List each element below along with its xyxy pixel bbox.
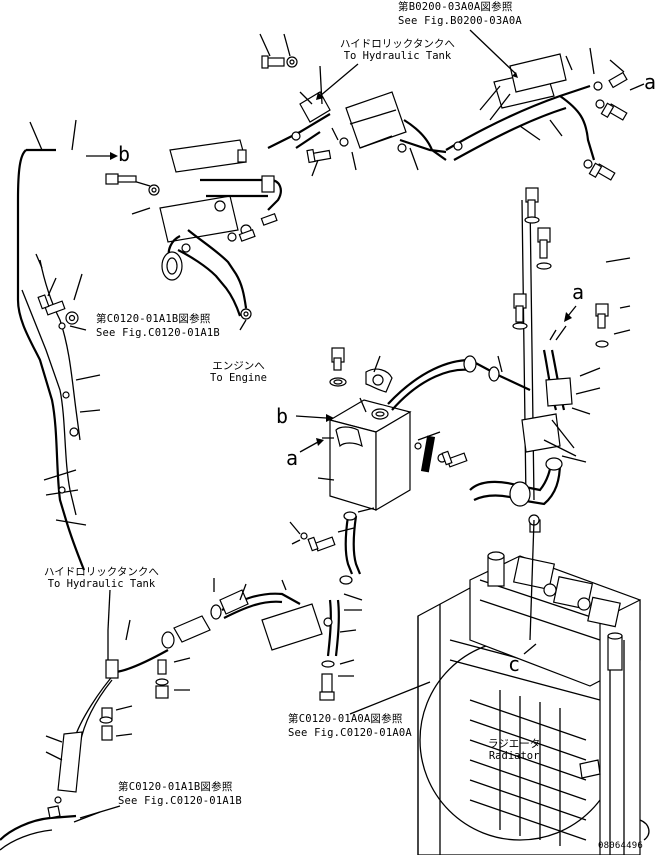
left-hose-assembly [16,148,101,571]
lower-tank-pipes [289,507,375,585]
marker-b-tank: b [276,404,289,428]
marker-a-tank: a [286,446,299,470]
destination-hydraulic-tank-left-en: To Hydraulic Tank [47,578,156,590]
radiator-assembly [417,519,650,855]
reservoir-tank [317,347,468,512]
destination-hydraulic-tank-top-jp: ハイドロリックタンクへ [340,38,455,50]
reference-c0120-1-jp: 第C0120-01A1B図参照 [96,313,211,325]
bottom-left-cable [0,805,101,851]
reference-b0200-en: See Fig.B0200-03A0A [398,15,522,27]
radiator-label-jp: ラジエータ [488,738,541,750]
upper-pipe-assembly [105,139,282,320]
destination-hydraulic-tank-left: ハイドロリックタンクへ To Hydraulic Tank [44,566,159,590]
destination-engine-en: To Engine [210,372,267,384]
reference-c0120-2-en: See Fig.C0120-01A1B [118,795,242,807]
destination-engine-jp: エンジンへ [212,360,265,372]
radiator-hose [469,457,563,507]
top-hose-to-hydraulic-tank [259,33,447,177]
right-rod-and-bolts [512,187,631,533]
destination-engine: エンジンへ To Engine [210,360,267,384]
reference-b0200-jp: 第B0200-03A0A図参照 [398,1,513,13]
bolt-cluster-left [29,119,83,330]
reference-c0120-1-en: See Fig.C0120-01A1B [96,327,220,339]
marker-a-mid-right: a [572,280,585,304]
destination-hydraulic-tank-top: ハイドロリックタンクへ To Hydraulic Tank [340,38,455,62]
drawing-number: 08064496 [598,841,643,851]
marker-a-top-right: a [644,70,657,94]
bottom-hose-assembly [161,578,363,701]
radiator-label: ラジエータ Radiator [488,738,540,762]
tank-overflow-pipe [387,355,531,411]
reference-c0120-2-jp: 第C0120-01A1B図参照 [118,781,233,793]
destination-hydraulic-tank-top-en: To Hydraulic Tank [343,50,452,62]
leader-arrows [69,29,645,819]
destination-hydraulic-tank-left-jp: ハイドロリックタンクへ [44,566,159,578]
top-right-bracket [445,47,628,181]
radiator-label-en: Radiator [488,750,540,762]
reference-c0120-0-en: See Fig.C0120-01A0A [288,727,412,739]
marker-b-top-left: b [118,142,131,166]
left-lower-hose [45,619,191,804]
reference-c0120-0-jp: 第C0120-01A0A図参照 [288,713,403,725]
marker-c-radiator: c [508,652,521,676]
